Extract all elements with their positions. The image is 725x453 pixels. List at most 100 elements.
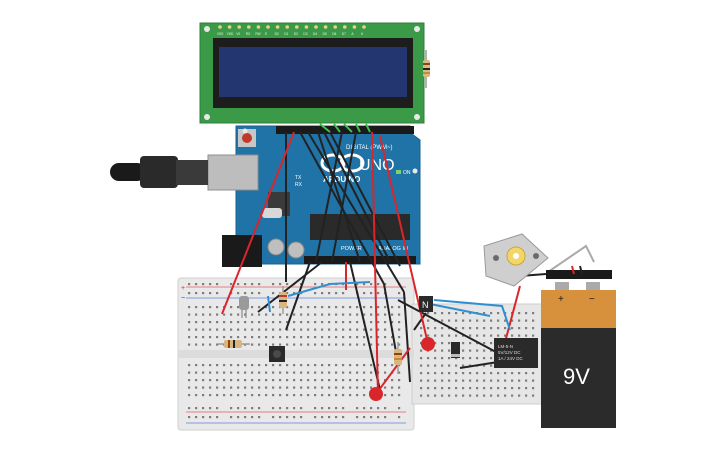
breadboard-hole — [483, 364, 486, 367]
rail-minus-label: − — [181, 295, 185, 302]
breadboard-hole — [244, 313, 247, 316]
board-mount-hole — [242, 128, 248, 134]
breadboard-hole — [300, 313, 303, 316]
breadboard-hole — [377, 343, 380, 346]
breadboard-hole — [258, 379, 261, 382]
breadboard-hole — [216, 283, 219, 286]
breadboard-hole — [370, 328, 373, 331]
breadboard-hole — [237, 336, 240, 339]
breadboard-hole — [251, 407, 254, 410]
breadboard-hole — [216, 379, 219, 382]
breadboard-hole — [314, 343, 317, 346]
breadboard-hole — [230, 407, 233, 410]
breadboard-hole — [223, 328, 226, 331]
breadboard-hole — [504, 379, 507, 382]
breadboard-hole — [195, 313, 198, 316]
relay[interactable]: LM-5-N 5V/12V DC 1A / 24V DC — [494, 338, 538, 368]
breadboard-hole — [398, 394, 401, 397]
breadboard-hole — [342, 321, 345, 324]
breadboard-hole — [279, 313, 282, 316]
breadboard-hole — [490, 364, 493, 367]
breadboard-hole — [497, 334, 500, 337]
breadboard-resistor[interactable] — [394, 342, 402, 374]
breadboard-hole — [265, 343, 268, 346]
arduino-uno[interactable]: UNO ARDUINO DIGITAL (PWM~) POWER ANALOG … — [207, 125, 421, 267]
breadboard-hole — [455, 394, 458, 397]
breadboard-hole — [307, 386, 310, 389]
breadboard-hole — [391, 379, 394, 382]
lcd-mount-hole — [414, 114, 420, 120]
breadboard-hole — [356, 416, 359, 419]
breadboard-hole — [441, 379, 444, 382]
battery-9v[interactable]: + − 9V — [541, 244, 616, 428]
arduino-logo-icon — [320, 153, 346, 173]
dc-motor[interactable] — [483, 233, 549, 287]
breadboard-hole — [427, 394, 430, 397]
black-wires — [257, 131, 547, 391]
breadboard-hole — [434, 334, 437, 337]
breadboard-hole — [286, 364, 289, 367]
breadboard-hole — [391, 321, 394, 324]
breadboard-hole — [230, 321, 233, 324]
breadboard-hole — [342, 407, 345, 410]
breadboard-hole — [209, 328, 212, 331]
breadboard-resistor[interactable] — [279, 286, 287, 314]
breadboard-hole — [525, 319, 528, 322]
breadboard-hole — [448, 312, 451, 315]
breadboard-hole — [441, 357, 444, 360]
wire-junction — [421, 337, 435, 351]
diode[interactable] — [451, 342, 460, 358]
photoresistor[interactable] — [239, 296, 249, 318]
breadboard-hole — [434, 312, 437, 315]
breadboard-hole — [342, 292, 345, 295]
breadboard-hole — [398, 306, 401, 309]
breadboard-hole — [349, 321, 352, 324]
breadboard-hole — [483, 394, 486, 397]
breadboard-hole — [448, 394, 451, 397]
breadboard-resistor[interactable] — [218, 340, 250, 348]
breadboard-hole — [434, 342, 437, 345]
breadboard-hole — [272, 371, 275, 374]
breadboard-hole — [321, 313, 324, 316]
npn-transistor[interactable]: N — [419, 296, 433, 312]
breadboard-hole — [469, 319, 472, 322]
lcd-pin — [227, 25, 232, 29]
breadboard-hole — [251, 306, 254, 309]
breadboard-hole — [279, 321, 282, 324]
breadboard-hole — [300, 386, 303, 389]
breadboard-hole — [286, 292, 289, 295]
lcd-pin — [343, 25, 347, 29]
lcd-resistor[interactable] — [423, 50, 430, 88]
breadboard-hole — [314, 313, 317, 316]
breadboard-hole — [335, 386, 338, 389]
usb-cable[interactable] — [110, 156, 208, 188]
reset-button[interactable] — [242, 133, 252, 143]
breadboard-hole — [377, 416, 380, 419]
breadboard-hole — [377, 306, 380, 309]
breadboard-hole — [209, 292, 212, 295]
breadboard-hole — [455, 334, 458, 337]
breadboard-hole — [286, 321, 289, 324]
battery-voltage-label: 9V — [563, 364, 590, 389]
breadboard-hole — [441, 327, 444, 330]
breadboard-hole — [511, 372, 514, 375]
breadboard-hole — [321, 343, 324, 346]
breadboard-hole — [532, 319, 535, 322]
breadboard-hole — [265, 313, 268, 316]
breadboard-hole — [314, 328, 317, 331]
lcd-pin — [333, 25, 338, 29]
breadboard-hole — [363, 328, 366, 331]
breadboard-hole — [448, 364, 451, 367]
breadboard-hole — [483, 342, 486, 345]
push-button[interactable] — [269, 346, 285, 362]
battery-terminal — [586, 282, 600, 290]
breadboard-hole — [448, 379, 451, 382]
power-label: POWER — [341, 246, 362, 252]
breadboard-hole — [258, 292, 261, 295]
breadboard-hole — [427, 387, 430, 390]
breadboard-hole — [328, 292, 331, 295]
breadboard-hole — [216, 328, 219, 331]
breadboard-hole — [223, 336, 226, 339]
breadboard-hole — [188, 407, 191, 410]
